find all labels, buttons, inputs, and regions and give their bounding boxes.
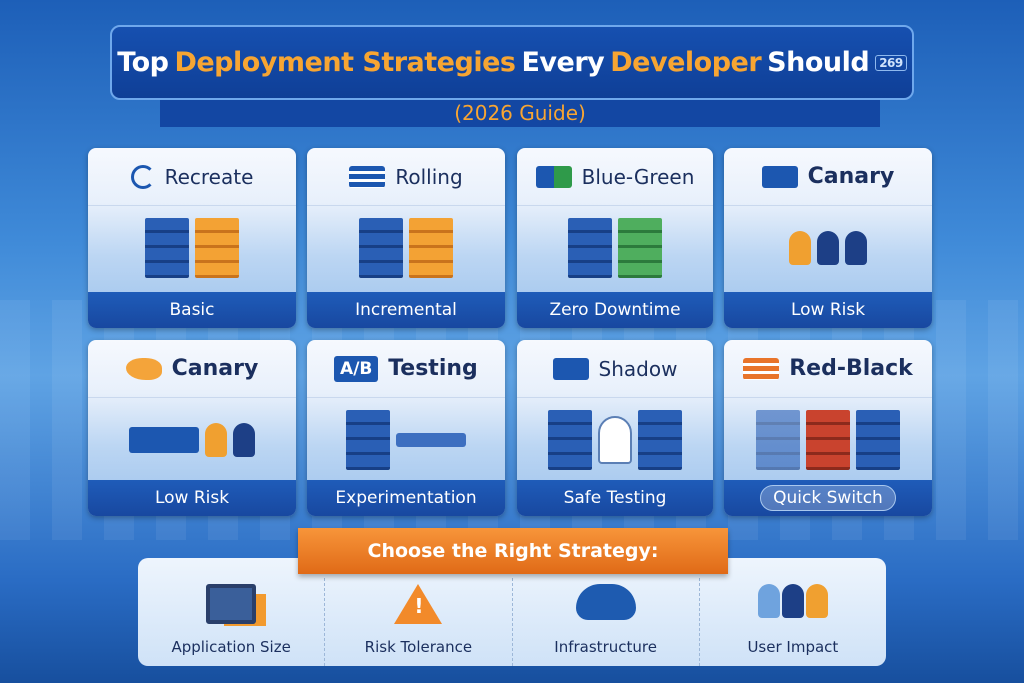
canary-icon xyxy=(789,231,811,265)
criterion-user-impact: User Impact xyxy=(700,578,886,666)
shadow-icon xyxy=(552,357,589,380)
list-icon xyxy=(743,357,780,380)
card-tag: Incremental xyxy=(355,300,457,320)
split-icon xyxy=(396,433,466,447)
server-icon xyxy=(856,410,900,470)
card-blue-green: Blue-Green Zero Downtime xyxy=(517,148,713,328)
server-icon xyxy=(638,410,682,470)
server-icon xyxy=(145,218,189,278)
criteria-panel: Application Size ! Risk Tolerance Infrast… xyxy=(138,558,886,666)
person-icon xyxy=(205,423,227,457)
person-icon xyxy=(233,423,255,457)
card-title: Recreate xyxy=(164,164,254,189)
criterion-label: User Impact xyxy=(747,638,839,656)
card-canary-2: Canary Low Risk xyxy=(88,340,296,516)
criterion-label: Risk Tolerance xyxy=(364,638,473,656)
card-title: Blue-Green xyxy=(581,164,695,189)
monitor-icon xyxy=(206,584,257,624)
card-tag: Basic xyxy=(169,300,215,320)
server-icon xyxy=(359,218,403,278)
server-icon xyxy=(195,218,239,278)
warning-icon: ! xyxy=(394,584,443,624)
criterion-label: Application Size xyxy=(171,638,291,656)
card-tag: Experimentation xyxy=(335,488,477,508)
card-title: Shadow xyxy=(598,356,678,381)
switch-arrow-icon xyxy=(129,427,199,453)
server-icon xyxy=(618,218,662,278)
card-red-black: Red-Black Quick Switch xyxy=(724,340,932,516)
title-word: Developer xyxy=(610,47,762,78)
title-word: Should xyxy=(767,47,870,78)
title-word: Top xyxy=(117,47,169,78)
card-tag: Quick Switch xyxy=(760,485,896,511)
card-ab-testing: A/B Testing Experimentation xyxy=(307,340,505,516)
card-tag: Zero Downtime xyxy=(549,300,681,320)
person-icon xyxy=(817,231,839,265)
server-icon xyxy=(756,410,800,470)
server-icon xyxy=(568,218,612,278)
person-icon xyxy=(845,231,867,265)
bird-icon xyxy=(125,357,162,380)
card-title: Rolling xyxy=(395,164,463,189)
criterion-label: Infrastructure xyxy=(554,638,657,656)
card-recreate: Recreate Basic xyxy=(88,148,296,328)
switch-arrow-icon xyxy=(535,165,572,188)
card-tag: Low Risk xyxy=(154,488,230,508)
year-badge: 269 xyxy=(875,54,907,71)
card-title: Red-Black xyxy=(789,356,913,381)
server-icon xyxy=(548,410,592,470)
title-word: Every xyxy=(521,47,605,78)
switch-arrow-icon xyxy=(761,165,798,188)
ab-icon: A/B xyxy=(334,355,379,382)
criterion-risk-tolerance: ! Risk Tolerance xyxy=(325,578,513,666)
card-rolling: Rolling Incremental xyxy=(307,148,505,328)
list-icon xyxy=(349,165,386,188)
server-icon xyxy=(409,218,453,278)
choose-ribbon: Choose the Right Strategy: xyxy=(298,528,728,574)
ghost-icon xyxy=(598,416,632,464)
cloud-icon xyxy=(575,584,636,620)
card-title: Testing xyxy=(388,356,478,381)
card-shadow: Shadow Safe Testing xyxy=(517,340,713,516)
choose-title: Choose the Right Strategy: xyxy=(367,540,659,562)
card-tag: Safe Testing xyxy=(563,488,667,508)
title-banner: Top Deployment Strategies Every Develope… xyxy=(110,25,914,100)
criterion-infrastructure: Infrastructure xyxy=(513,578,700,666)
card-title: Canary xyxy=(171,356,259,381)
card-canary: Canary Low Risk xyxy=(724,148,932,328)
criterion-application-size: Application Size xyxy=(138,578,326,666)
card-title: Canary xyxy=(807,164,895,189)
refresh-icon xyxy=(130,164,155,189)
users-icon xyxy=(757,584,828,618)
server-icon xyxy=(806,410,850,470)
subtitle: (2026 Guide) xyxy=(454,100,586,125)
card-tag: Low Risk xyxy=(790,300,866,320)
server-icon xyxy=(346,410,390,470)
title-word: Deployment Strategies xyxy=(174,47,516,78)
